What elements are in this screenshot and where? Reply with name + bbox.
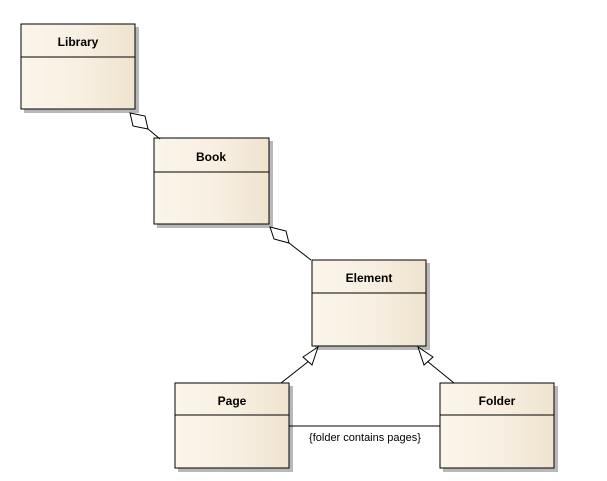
class-page-box (174, 382, 290, 469)
inheritance-triangle-icon (417, 345, 434, 366)
class-page[interactable]: Page (174, 382, 293, 472)
class-library-box (20, 23, 136, 110)
generalization-page-element-line (280, 360, 310, 384)
class-element-box (311, 259, 427, 347)
class-book[interactable]: Book (153, 137, 273, 228)
class-book-box (153, 137, 270, 225)
aggregation-library-book[interactable] (129, 112, 161, 140)
class-library-name: Library (58, 35, 99, 49)
generalization-folder-element[interactable] (417, 345, 455, 384)
aggregation-diamond-icon (129, 112, 149, 130)
aggregation-library-book-line (147, 128, 161, 140)
class-folder-box (439, 382, 555, 469)
generalization-folder-element-line (426, 360, 455, 384)
aggregation-diamond-icon (269, 226, 290, 244)
class-page-name: Page (218, 394, 247, 408)
class-folder[interactable]: Folder (439, 382, 558, 472)
class-folder-name: Folder (479, 394, 516, 408)
generalization-page-element[interactable] (280, 345, 319, 384)
inheritance-triangle-icon (302, 345, 319, 366)
class-book-name: Book (196, 150, 226, 164)
class-element-name: Element (346, 271, 393, 285)
constraint-link-page-folder[interactable]: {folder contains pages} (289, 425, 440, 444)
aggregation-book-element-line (288, 242, 312, 261)
class-library[interactable]: Library (20, 23, 139, 113)
constraint-label: {folder contains pages} (309, 432, 421, 444)
class-element[interactable]: Element (311, 259, 430, 350)
aggregation-book-element[interactable] (269, 226, 312, 261)
